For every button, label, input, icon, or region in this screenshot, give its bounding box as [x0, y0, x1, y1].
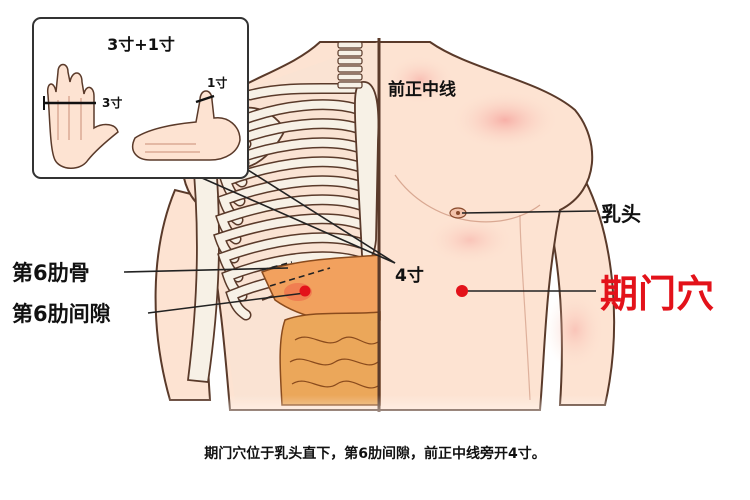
vertebra	[337, 57, 363, 65]
four-cun-label: 4寸	[395, 265, 424, 286]
midline-label: 前正中线	[388, 79, 456, 100]
qimen-point-marker-midline	[456, 285, 468, 297]
vertebra	[337, 49, 363, 57]
inset-one-cun-label: 1寸	[207, 75, 227, 90]
rib6-label: 第6肋骨	[12, 261, 90, 285]
humerus	[186, 149, 220, 383]
qimen-point-marker-ribs	[299, 285, 311, 297]
vertebra	[337, 81, 363, 89]
inset-three-cun-label: 3寸	[102, 95, 122, 110]
four-finger-hand	[46, 63, 119, 169]
abdominal-organs	[260, 254, 381, 406]
qimen-point-label: 期门穴	[600, 272, 714, 316]
caption: 期门穴位于乳头直下，第6肋间隙，前正中线旁开4寸。	[204, 446, 546, 462]
vertebra	[337, 41, 363, 49]
inset-title: 3寸+1寸	[107, 35, 175, 54]
thumb-hand	[131, 90, 241, 161]
vertebra	[337, 73, 363, 81]
intercostal6-label: 第6肋间隙	[12, 302, 111, 326]
nipple-label: 乳头	[601, 202, 641, 226]
intestines	[279, 311, 381, 406]
leader-lines	[123, 164, 597, 314]
inset-hand-measurement	[32, 17, 249, 179]
vertebra	[337, 65, 363, 73]
